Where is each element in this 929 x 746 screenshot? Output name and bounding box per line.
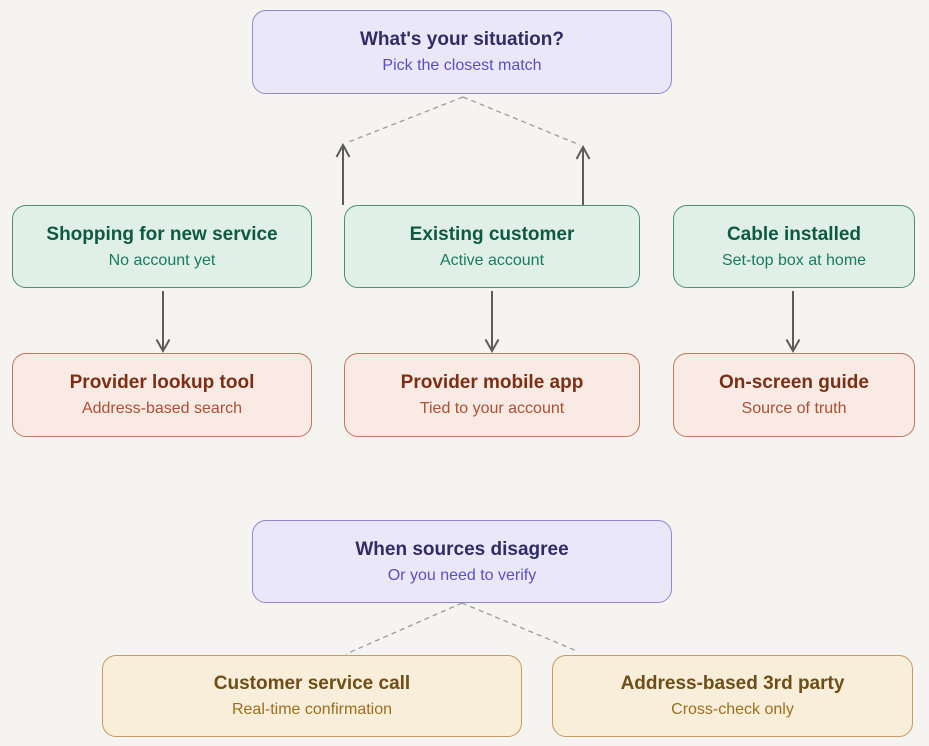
node-title: Customer service call xyxy=(213,673,411,695)
node-subtitle: Or you need to verify xyxy=(387,566,537,584)
node-subtitle: Tied to your account xyxy=(419,400,565,418)
connector-disagree-branch-right xyxy=(461,602,578,652)
node-third-party: Address-based 3rd party Cross-check only xyxy=(552,655,913,737)
node-cable: Cable installed Set-top box at home xyxy=(673,205,915,288)
node-disagree: When sources disagree Or you need to ver… xyxy=(252,520,672,603)
node-subtitle: Source of truth xyxy=(741,400,847,418)
node-title: Provider mobile app xyxy=(400,372,584,394)
down-arrowhead-left xyxy=(155,339,171,354)
up-arrowhead-left xyxy=(335,142,351,158)
node-title: Provider lookup tool xyxy=(69,372,255,394)
node-mobileapp: Provider mobile app Tied to your account xyxy=(344,353,640,437)
node-situation: What's your situation? Pick the closest … xyxy=(252,10,672,94)
node-subtitle: Pick the closest match xyxy=(382,57,542,75)
connector-situation-branch-right xyxy=(462,96,581,146)
connector-disagree-branch-left xyxy=(345,602,463,655)
node-shopping: Shopping for new service No account yet xyxy=(12,205,312,288)
node-subtitle: Set-top box at home xyxy=(721,251,867,269)
node-subtitle: Real-time confirmation xyxy=(231,701,393,719)
node-title: Cable installed xyxy=(726,223,862,245)
up-arrowhead-right xyxy=(575,144,591,160)
node-service-call: Customer service call Real-time confirma… xyxy=(102,655,522,737)
node-title: Existing customer xyxy=(409,223,575,245)
node-subtitle: Cross-check only xyxy=(671,701,794,719)
node-title: When sources disagree xyxy=(355,538,569,560)
down-arrowhead-middle xyxy=(484,339,500,354)
node-subtitle: Address-based search xyxy=(81,400,243,418)
node-title: On-screen guide xyxy=(719,372,869,394)
node-lookup: Provider lookup tool Address-based searc… xyxy=(12,353,312,437)
node-subtitle: No account yet xyxy=(108,251,216,269)
connector-situation-branch-left xyxy=(345,96,464,144)
node-title: Shopping for new service xyxy=(46,223,278,245)
node-existing: Existing customer Active account xyxy=(344,205,640,288)
node-guide: On-screen guide Source of truth xyxy=(673,353,915,437)
down-arrowhead-right xyxy=(785,339,801,354)
node-title: Address-based 3rd party xyxy=(620,673,845,695)
node-subtitle: Active account xyxy=(439,251,545,269)
node-title: What's your situation? xyxy=(359,29,565,51)
